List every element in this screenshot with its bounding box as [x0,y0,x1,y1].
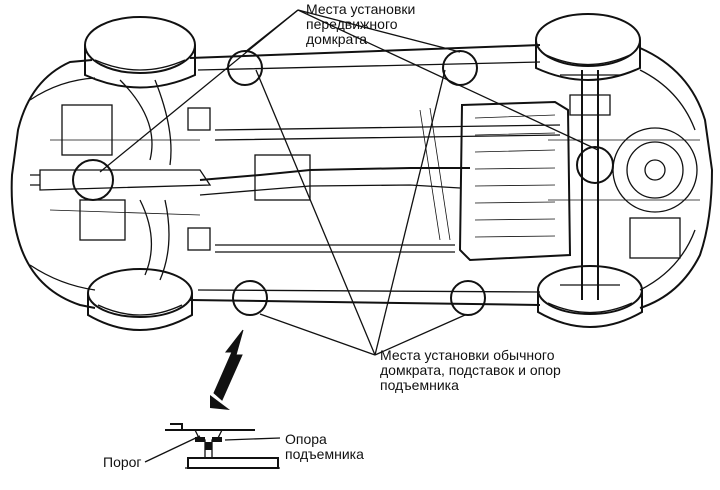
leader-lines [99,9,599,356]
jack-point-rear-right [450,280,486,316]
fuel-tank [458,100,572,262]
jack-point-front-right [232,280,268,316]
rear-axle [548,70,700,300]
label-regular-jack-points: Места установки обычного домкрата, подст… [380,347,561,393]
body-outline [10,44,714,309]
wheel-rear-left [535,13,641,81]
label-sill: Порог [103,454,142,470]
label-mobile-jack-points: Места установки передвижного домкрата [306,1,416,47]
jack-point-front-center [72,159,114,201]
wheel-rear-right [537,265,643,328]
jack-point-rear-center [576,146,614,184]
wheel-front-left [84,16,196,89]
front-suspension [30,79,212,281]
driveshaft [199,107,561,253]
sill-detail [144,423,281,469]
label-lift-support: Опора подъемника [285,431,364,462]
lift-point-markers [72,50,614,316]
wheel-front-right [87,268,193,331]
detail-arrow [210,329,244,410]
